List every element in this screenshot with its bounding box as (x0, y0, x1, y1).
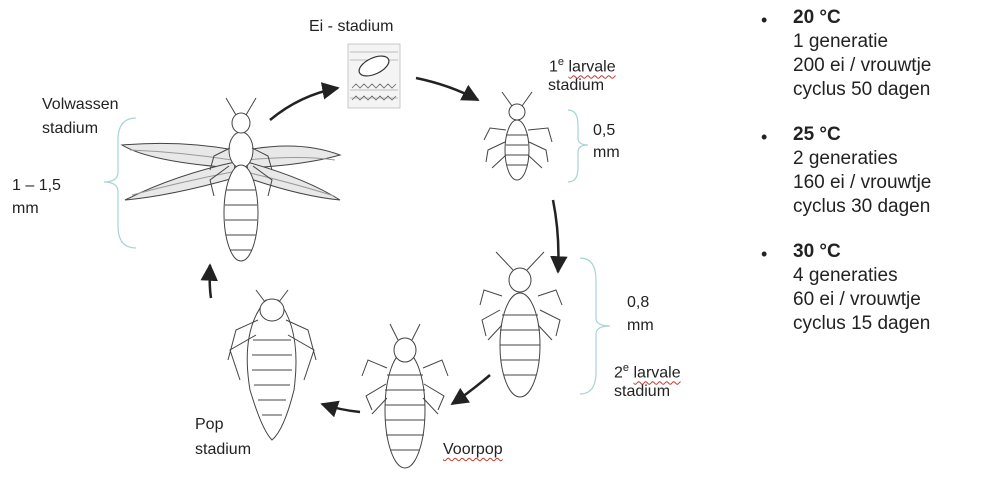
temperature-value: 25 °C (793, 123, 981, 147)
pupa-label-line2: stadium (195, 440, 251, 460)
generations-text: 4 generaties (793, 264, 981, 288)
brace-larva1 (568, 110, 588, 182)
bullet-icon: • (761, 8, 767, 32)
prepupa-word: Voorpop (443, 441, 503, 458)
larva1-size-line2: mm (593, 143, 620, 163)
pupa-illustration (228, 290, 316, 440)
pupa-label-line1: Pop (195, 415, 223, 435)
bullet-icon: • (761, 125, 767, 149)
eggs-text: 200 ei / vrouwtje (793, 54, 981, 78)
adult-illustration (122, 98, 340, 261)
larva1-stage-label: 1e larvale (549, 52, 616, 77)
larva2-stage-line2: stadium (614, 382, 670, 402)
larva-1-illustration (484, 92, 552, 180)
cycle-text: cyclus 30 dagen (793, 195, 981, 219)
adult-size-line1: 1 – 1,5 (12, 176, 61, 196)
larva1-superscript: e (558, 56, 564, 68)
prepupa-illustration (362, 324, 448, 468)
larva2-size-line2: mm (627, 316, 654, 336)
cycle-text: cyclus 50 dagen (793, 78, 981, 102)
larva2-stage-label: 2e larvale (614, 358, 681, 383)
adult-label-line1: Volwassen (42, 95, 119, 115)
arrow-prepupa-to-pupa (322, 404, 360, 412)
arrow-pupa-to-adult (210, 265, 211, 298)
cycle-text: cyclus 15 dagen (793, 312, 981, 336)
temperature-value: 20 °C (793, 6, 981, 30)
adult-size-line2: mm (12, 199, 39, 219)
life-cycle-diagram (0, 0, 750, 479)
temperature-item: • 30 °C 4 generaties 60 ei / vrouwtje cy… (757, 240, 981, 336)
larva2-superscript: e (623, 362, 629, 374)
arrow-larva2-to-prepupa (452, 375, 490, 404)
temperature-list: • 20 °C 1 generatie 200 ei / vrouwtje cy… (757, 6, 981, 357)
larva1-size-line1: 0,5 (593, 121, 615, 141)
temperature-value: 30 °C (793, 240, 981, 264)
eggs-text: 160 ei / vrouwtje (793, 171, 981, 195)
egg-illustration (348, 44, 400, 108)
eggs-text: 60 ei / vrouwtje (793, 288, 981, 312)
larva1-word: larvale (568, 58, 615, 75)
larva2-number: 2 (614, 364, 623, 381)
arrow-egg-to-larva1 (416, 78, 478, 100)
arrow-larva1-to-larva2 (553, 200, 558, 272)
larva-2-illustration (480, 252, 562, 397)
egg-stage-label: Ei - stadium (309, 17, 393, 37)
temperature-item: • 20 °C 1 generatie 200 ei / vrouwtje cy… (757, 6, 981, 102)
brace-larva2 (580, 258, 610, 394)
generations-text: 2 generaties (793, 147, 981, 171)
adult-label-line2: stadium (42, 119, 98, 139)
generations-text: 1 generatie (793, 30, 981, 54)
larva1-stage-line2: stadium (548, 76, 604, 96)
bullet-icon: • (761, 242, 767, 266)
larva1-number: 1 (549, 58, 558, 75)
arrow-adult-to-egg (270, 88, 338, 120)
larva2-size-line1: 0,8 (627, 293, 649, 313)
brace-adult (104, 118, 136, 248)
larva2-word: larvale (633, 364, 680, 381)
prepupa-label: Voorpop (443, 440, 503, 460)
temperature-item: • 25 °C 2 generaties 160 ei / vrouwtje c… (757, 123, 981, 219)
